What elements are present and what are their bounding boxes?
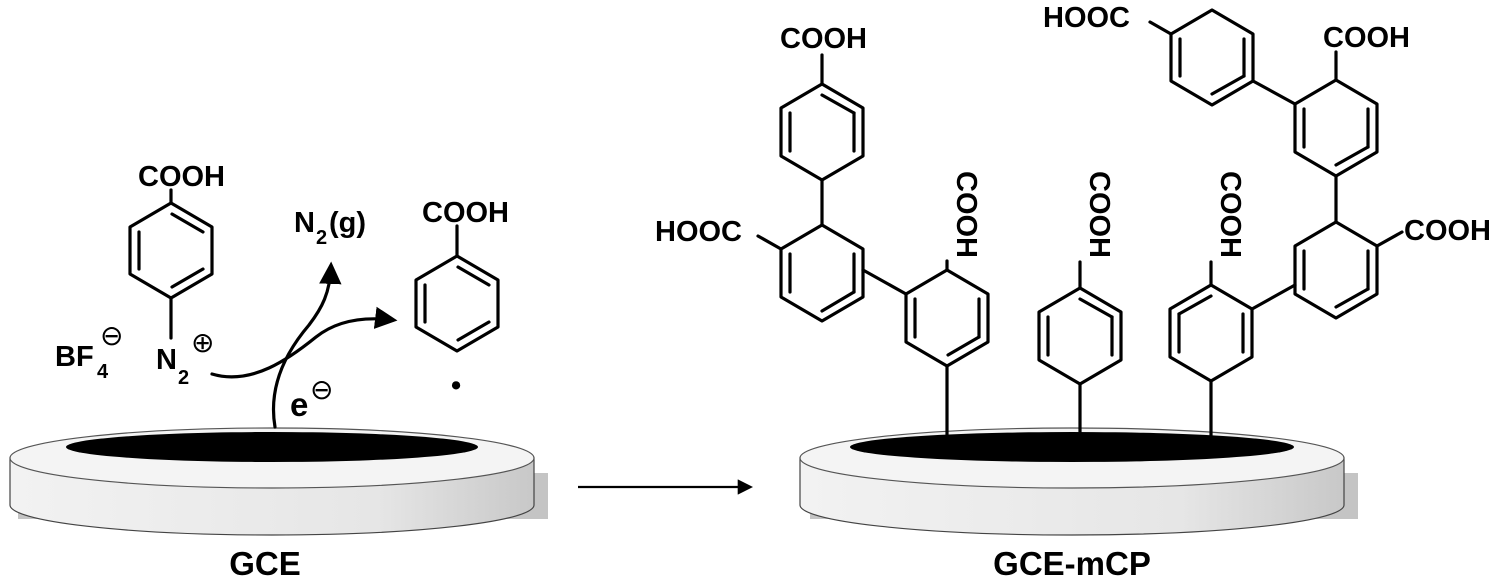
svg-text:2: 2 [316,227,327,249]
gce-mcp-electrode [799,427,1358,536]
diazonium-label: N 2 ⊕ [156,327,214,389]
electron-transfer-arrow [210,306,398,379]
ring-b-hooc-label: HOOC [655,216,742,248]
svg-text:(g): (g) [329,207,366,239]
polymer-ring-c [779,53,865,182]
electron-label: e ⊖ [290,374,333,423]
ring-c-cooh-label: COOH [780,23,867,55]
svg-text:N: N [156,344,177,376]
ring-d-cooh-label: COOH [1083,171,1115,258]
svg-text:e: e [290,386,308,423]
gce-label: GCE [229,545,301,582]
svg-text:BF: BF [55,341,94,373]
polymer-ring-f [1293,174,1404,320]
radical-dot: • [451,370,461,402]
gce-mcp-label: GCE-mCP [993,545,1151,582]
aryl-radical-ring [414,224,500,353]
ring-h-hooc-label: HOOC [1043,2,1130,34]
svg-text:4: 4 [97,361,109,383]
ring-g-cooh-label: COOH [1323,22,1410,54]
counterion-label: BF 4 ⊖ [55,320,123,383]
ring-a-cooh-label: COOH [950,171,982,258]
ring-e-cooh-label: COOH [1214,171,1246,258]
ring-f-cooh-label: COOH [1404,215,1491,247]
nitrogen-release-arrow [271,261,342,429]
polymer-ring-h [1148,8,1255,107]
diazonium-cooh-label: COOH [138,161,225,193]
polymer-ring-d [1037,260,1123,438]
gce-electrode [9,427,548,536]
polymer-ring-e [1168,260,1297,438]
svg-text:⊖: ⊖ [100,320,123,351]
radical-cooh-label: COOH [422,197,509,229]
polymer-ring-g [1251,50,1379,178]
svg-text:2: 2 [178,367,189,389]
svg-text:⊕: ⊕ [191,327,214,358]
diazonium-benzene-ring [128,188,214,340]
svg-text:N: N [294,207,315,239]
polymer-ring-b [756,178,865,323]
svg-text:⊖: ⊖ [310,374,333,405]
nitrogen-gas-label: N 2 (g) [294,207,366,249]
polymer-ring-a [861,259,990,438]
